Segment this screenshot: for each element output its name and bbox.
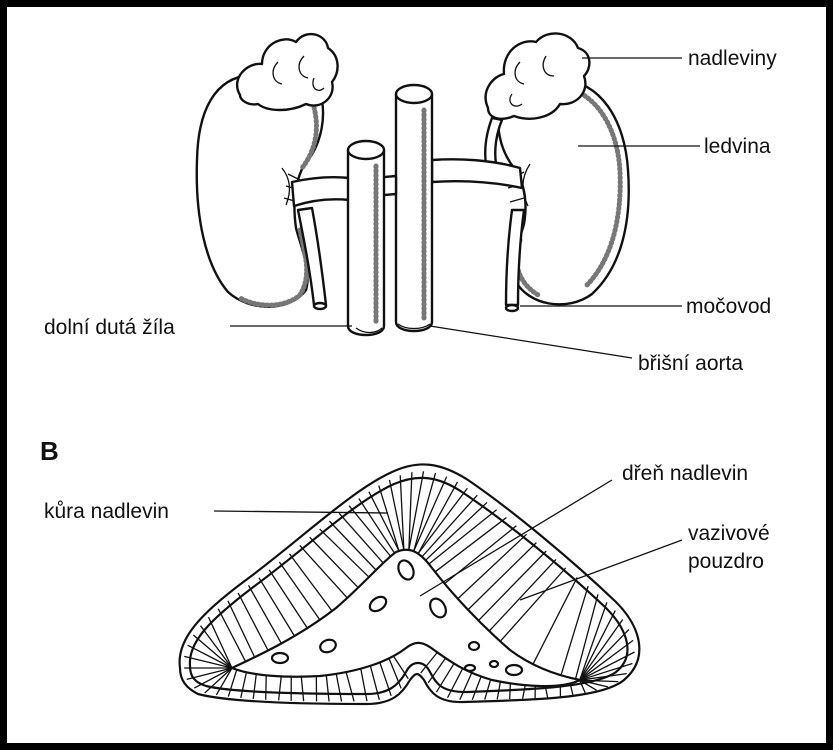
panel-a: nadleviny ledvina močovod dolní dutá žíl…	[44, 33, 777, 375]
label-capsule-line1: vazivové	[688, 522, 770, 545]
panel-b-heading: B	[40, 436, 59, 466]
cortex-striation	[241, 672, 247, 698]
cortex-striation	[428, 658, 445, 683]
cortex-striation	[468, 543, 536, 610]
cortex-striation	[561, 586, 588, 675]
cortex-striation	[489, 559, 556, 631]
cortex-striation	[310, 537, 358, 587]
label-aorta: břišní aorta	[638, 352, 743, 375]
cortex-striation	[218, 609, 245, 662]
cortex-striation	[326, 675, 329, 701]
cortex-striation	[300, 545, 347, 598]
leader-aorta	[430, 326, 632, 358]
cortex-striation	[259, 578, 295, 636]
cortex-striation	[238, 593, 268, 651]
cortex-striation	[460, 673, 472, 700]
cortex-striation	[418, 482, 457, 554]
label-ivc: dolní dutá žíla	[44, 316, 175, 339]
label-capsule-line2: pouzdro	[688, 550, 764, 573]
cortex-striation	[301, 677, 303, 701]
cortex-striation	[279, 676, 282, 700]
label-medulla: dřeň nadlevin	[622, 462, 748, 485]
cortex-striation	[269, 570, 307, 628]
cortex-striation	[253, 674, 256, 699]
cortex-striation	[523, 685, 526, 699]
label-adrenals: nadleviny	[688, 47, 777, 70]
left-renal-vein	[292, 177, 350, 206]
cortex-striation	[279, 562, 319, 620]
cortex-striation	[209, 617, 232, 668]
cortex-striation	[510, 683, 511, 699]
cortex-striation	[228, 601, 255, 657]
cortex-striation	[448, 668, 463, 697]
right-renal-vein	[432, 159, 522, 188]
abdominal-aorta	[396, 94, 432, 331]
cortex-striation	[336, 674, 341, 702]
cortex-striation	[414, 477, 447, 552]
cortex-striation	[361, 669, 367, 702]
inferior-vena-cava	[348, 150, 384, 335]
cortex-striation	[228, 670, 236, 697]
cortex-striation	[485, 680, 491, 700]
cortex-striation	[533, 577, 577, 664]
left-adrenal	[237, 34, 337, 110]
cortex-striation	[500, 568, 566, 641]
cortex-striation	[249, 585, 282, 643]
leader-cortex	[214, 511, 388, 513]
cortex-striation	[472, 676, 481, 699]
cortex-striation	[414, 473, 436, 551]
label-cortex: kůra nadlevin	[44, 500, 169, 523]
cortex-striation	[478, 551, 546, 621]
cortex-striation	[389, 658, 401, 688]
cortex-striation	[289, 554, 332, 611]
label-kidney: ledvina	[704, 135, 771, 158]
cortex-striation	[346, 672, 354, 701]
panel-b: B kůra nadlevin dřeň nadlevin vazivové p	[40, 436, 770, 704]
label-ureter: močovod	[686, 295, 771, 318]
leader-capsule	[520, 540, 682, 600]
